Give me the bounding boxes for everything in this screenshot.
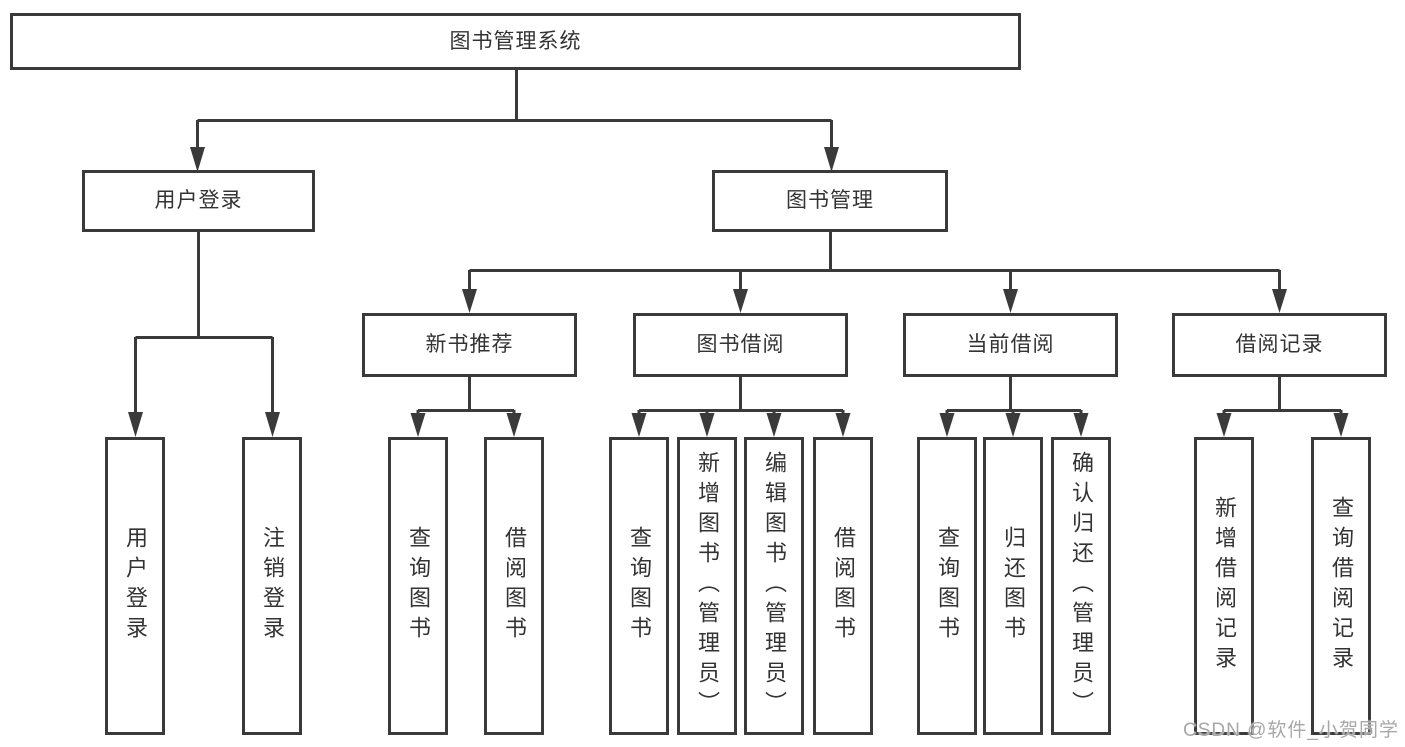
node-book-management: 图书管理	[712, 170, 948, 232]
node-leaf-query-books-borrow: 查询图书	[609, 437, 669, 735]
node-leaf-add-borrow-record: 新增借阅记录	[1194, 437, 1254, 735]
node-current-borrow: 当前借阅	[903, 313, 1118, 377]
node-label: 用户登录	[123, 526, 148, 646]
node-label: 查询借阅记录	[1329, 496, 1354, 676]
watermark: CSDN @软件_小贺同学	[1183, 720, 1399, 741]
node-label: 归还图书	[1001, 526, 1026, 646]
node-user-login: 用户登录	[82, 170, 315, 232]
node-leaf-user-login: 用户登录	[105, 437, 165, 735]
node-label: 用户登录	[154, 189, 243, 213]
node-leaf-query-books-recommend: 查询图书	[388, 437, 448, 735]
node-leaf-add-book-admin: 新增图书（管理员）	[677, 437, 737, 735]
node-leaf-query-books-current: 查询图书	[917, 437, 977, 735]
node-label: 新增借阅记录	[1212, 496, 1237, 676]
node-label: 确认归还（管理员）	[1069, 451, 1094, 721]
node-leaf-logout: 注销登录	[242, 437, 302, 735]
node-book-borrow: 图书借阅	[633, 313, 848, 377]
node-label: 查询图书	[935, 526, 960, 646]
node-leaf-borrow-books-recommend: 借阅图书	[484, 437, 544, 735]
node-leaf-edit-book-admin: 编辑图书（管理员）	[744, 437, 804, 735]
node-label: 新增图书（管理员）	[695, 451, 720, 721]
node-leaf-query-borrow-record: 查询借阅记录	[1311, 437, 1371, 735]
node-label: 新书推荐	[425, 333, 514, 357]
node-label: 借阅图书	[831, 526, 856, 646]
node-label: 注销登录	[260, 526, 285, 646]
node-label: 图书管理	[786, 189, 874, 213]
node-new-book-recommend: 新书推荐	[362, 313, 577, 377]
node-leaf-confirm-return-admin: 确认归还（管理员）	[1051, 437, 1111, 735]
node-label: 当前借阅	[966, 333, 1055, 357]
node-label: 借阅图书	[502, 526, 527, 646]
node-label: 编辑图书（管理员）	[762, 451, 787, 721]
node-label: 查询图书	[627, 526, 652, 646]
node-label: 图书管理系统	[449, 29, 582, 53]
node-borrow-records: 借阅记录	[1172, 313, 1387, 377]
node-leaf-return-books: 归还图书	[983, 437, 1043, 735]
node-label: 借阅记录	[1235, 333, 1324, 357]
node-leaf-borrow-books: 借阅图书	[813, 437, 873, 735]
node-root: 图书管理系统	[10, 13, 1021, 70]
node-label: 图书借阅	[696, 333, 785, 357]
node-label: 查询图书	[406, 526, 431, 646]
